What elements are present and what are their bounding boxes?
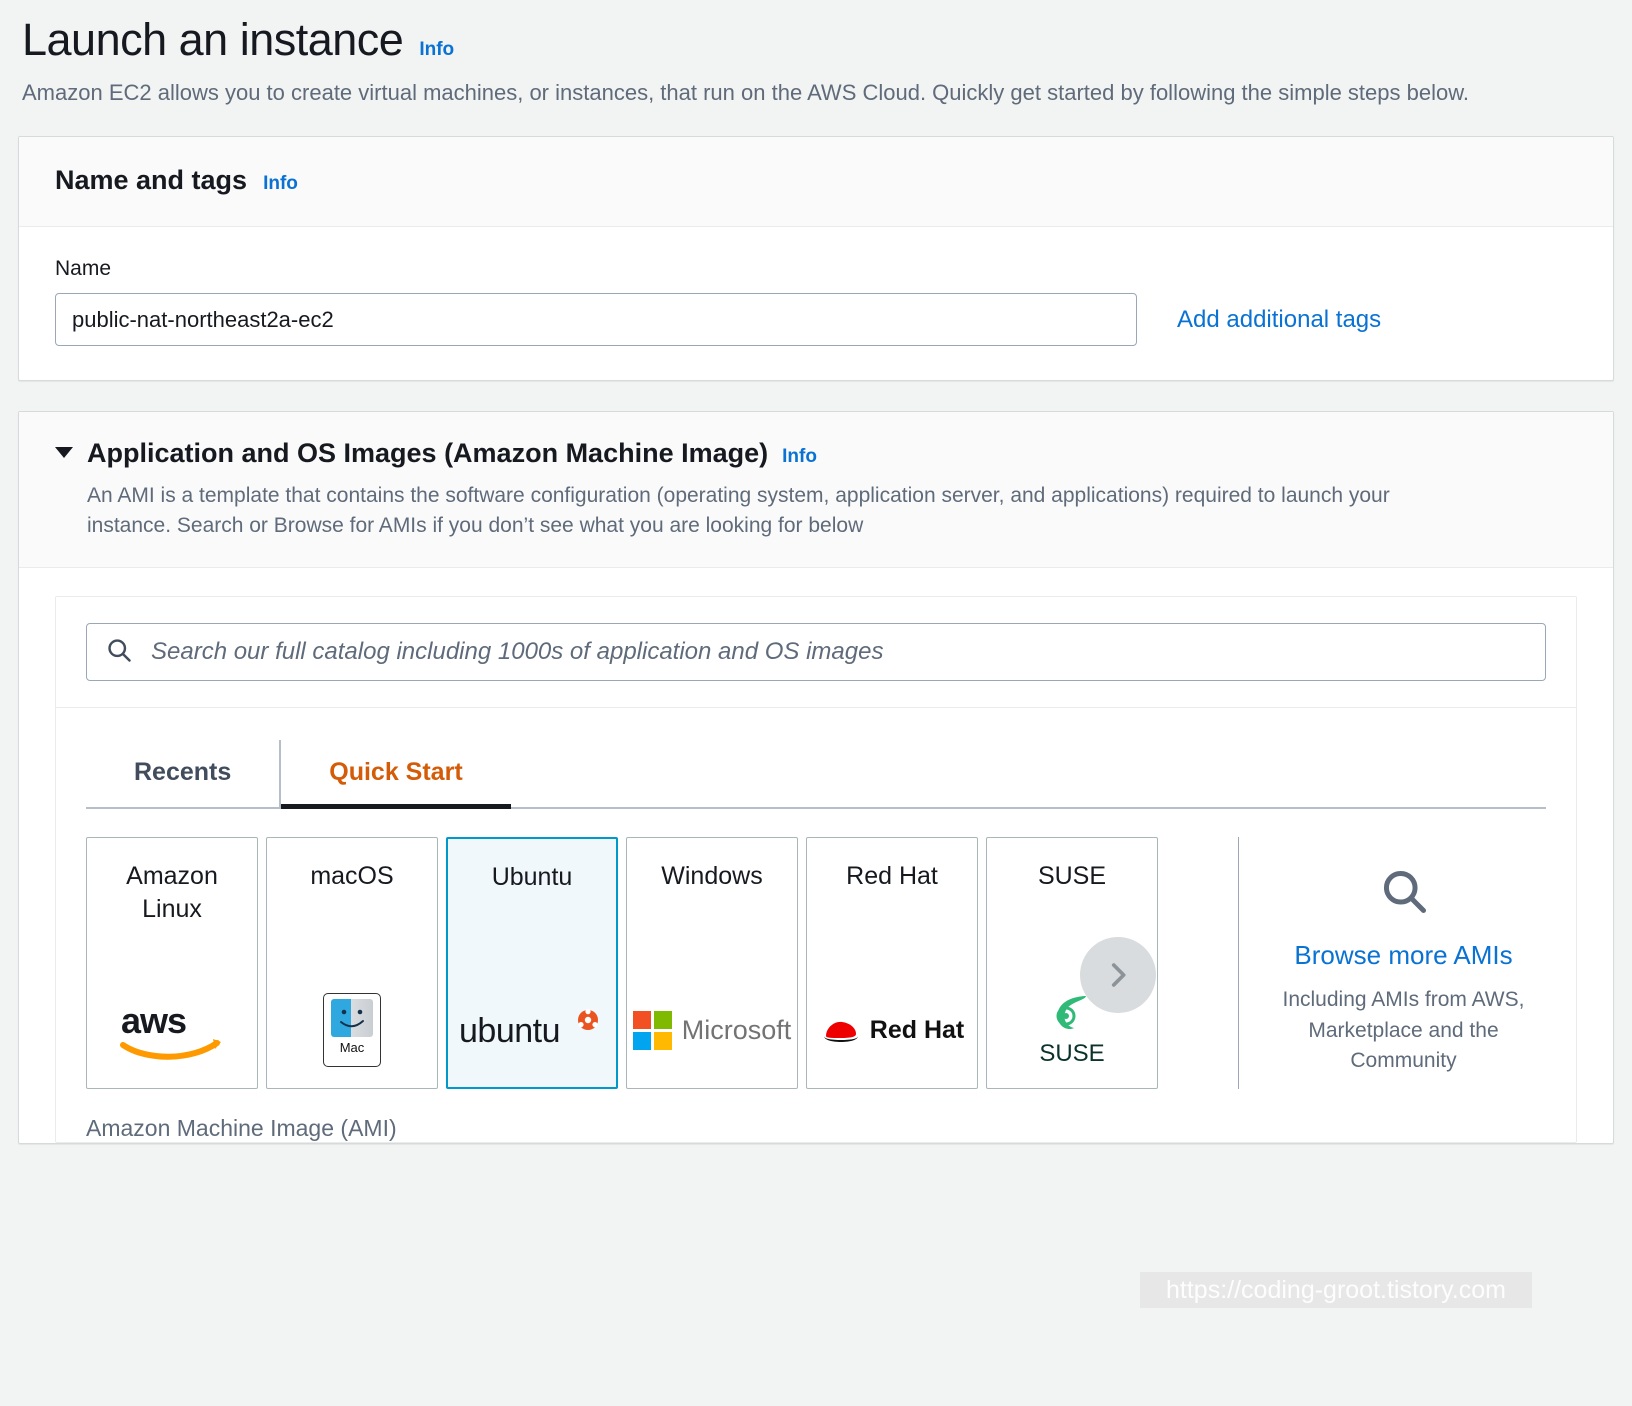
svg-text:aws: aws <box>121 1000 186 1041</box>
ami-tiles-region: Amazon Linux aws macOS <box>56 809 1576 1090</box>
name-field-row: Add additional tags <box>55 293 1577 347</box>
ami-tile-amazon-linux[interactable]: Amazon Linux aws <box>86 837 258 1090</box>
name-and-tags-header: Name and tags Info <box>19 137 1613 228</box>
search-icon <box>1378 865 1430 922</box>
name-and-tags-title: Name and tags <box>55 165 248 196</box>
microsoft-logo-icon: Microsoft <box>632 990 791 1070</box>
ami-section-title: Application and OS Images (Amazon Machin… <box>87 438 769 469</box>
add-additional-tags-link[interactable]: Add additional tags <box>1177 305 1382 333</box>
aws-logo-icon: aws <box>117 990 227 1070</box>
ami-tabs: Recents Quick Start <box>86 740 1546 810</box>
ami-section-description: An AMI is a template that contains the s… <box>87 484 1390 538</box>
page-info-link[interactable]: Info <box>419 39 455 60</box>
page-description: Amazon EC2 allows you to create virtual … <box>22 80 1470 106</box>
tab-quick-start[interactable]: Quick Start <box>279 740 512 810</box>
ami-tile-label: Windows <box>661 862 763 891</box>
application-os-images-card: Application and OS Images (Amazon Machin… <box>18 411 1614 1145</box>
name-and-tags-info-link[interactable]: Info <box>263 173 298 195</box>
browse-more-amis-subtext: Including AMIs from AWS, Marketplace and… <box>1282 988 1525 1072</box>
ami-tile-windows[interactable]: Windows Microsoft <box>626 837 798 1090</box>
name-and-tags-card: Name and tags Info Name Add additional t… <box>18 136 1614 382</box>
ami-section-info-link[interactable]: Info <box>782 446 817 468</box>
chevron-down-icon[interactable] <box>55 447 73 459</box>
ami-tile-macos[interactable]: macOS <box>266 837 438 1090</box>
mac-icon-caption: Mac <box>339 1040 365 1056</box>
ami-tile-label: macOS <box>310 862 394 891</box>
mac-logo-icon: Mac <box>323 990 381 1070</box>
ami-search-input[interactable] <box>149 637 1527 668</box>
ami-tile-red-hat[interactable]: Red Hat Red Hat <box>806 837 978 1090</box>
suse-logo-icon: SUSE <box>1039 990 1105 1070</box>
instance-name-input[interactable] <box>55 293 1137 347</box>
ami-inner-container: Recents Quick Start Amazon Linux aws <box>55 596 1577 1144</box>
ami-tiles-carousel: Amazon Linux aws macOS <box>86 837 1576 1090</box>
ami-section-header: Application and OS Images (Amazon Machin… <box>19 412 1613 569</box>
browse-more-amis-panel[interactable]: Browse more AMIs Including AMIs from AWS… <box>1238 837 1568 1090</box>
watermark: https://coding-groot.tistory.com <box>1140 1272 1532 1308</box>
ami-panel: Recents Quick Start Amazon Linux aws <box>19 568 1613 1144</box>
redhat-logo-icon: Red Hat <box>820 990 964 1070</box>
ami-tabs-area: Recents Quick Start <box>56 707 1576 810</box>
page-title-row: Launch an instance Info <box>22 14 1610 65</box>
svg-text:ubuntu: ubuntu <box>459 1012 560 1050</box>
ami-tile-label: Amazon Linux <box>126 862 218 924</box>
chevron-right-icon <box>1101 958 1135 992</box>
ami-footer-label: Amazon Machine Image (AMI) <box>86 1115 397 1142</box>
ami-tile-ubuntu[interactable]: Ubuntu ubuntu <box>446 837 618 1090</box>
ami-tile-label: SUSE <box>1037 862 1107 891</box>
page-title: Launch an instance <box>22 14 404 65</box>
carousel-next-button[interactable] <box>1080 937 1156 1014</box>
browse-more-amis-link[interactable]: Browse more AMIs <box>1294 940 1513 971</box>
name-and-tags-body: Name Add additional tags <box>19 227 1613 380</box>
name-field-label: Name <box>55 257 112 281</box>
search-icon <box>105 636 133 669</box>
ami-tile-label: Ubuntu <box>491 863 573 892</box>
ami-tile-label: Red Hat <box>846 862 938 891</box>
ami-section-title-row: Application and OS Images (Amazon Machin… <box>55 438 1577 469</box>
ami-search-box[interactable] <box>86 623 1546 682</box>
ami-search-wrapper <box>56 597 1576 708</box>
page-header: Launch an instance Info Amazon EC2 allow… <box>0 0 1632 108</box>
ubuntu-logo-icon: ubuntu <box>457 989 607 1069</box>
tab-recents[interactable]: Recents <box>134 758 232 787</box>
